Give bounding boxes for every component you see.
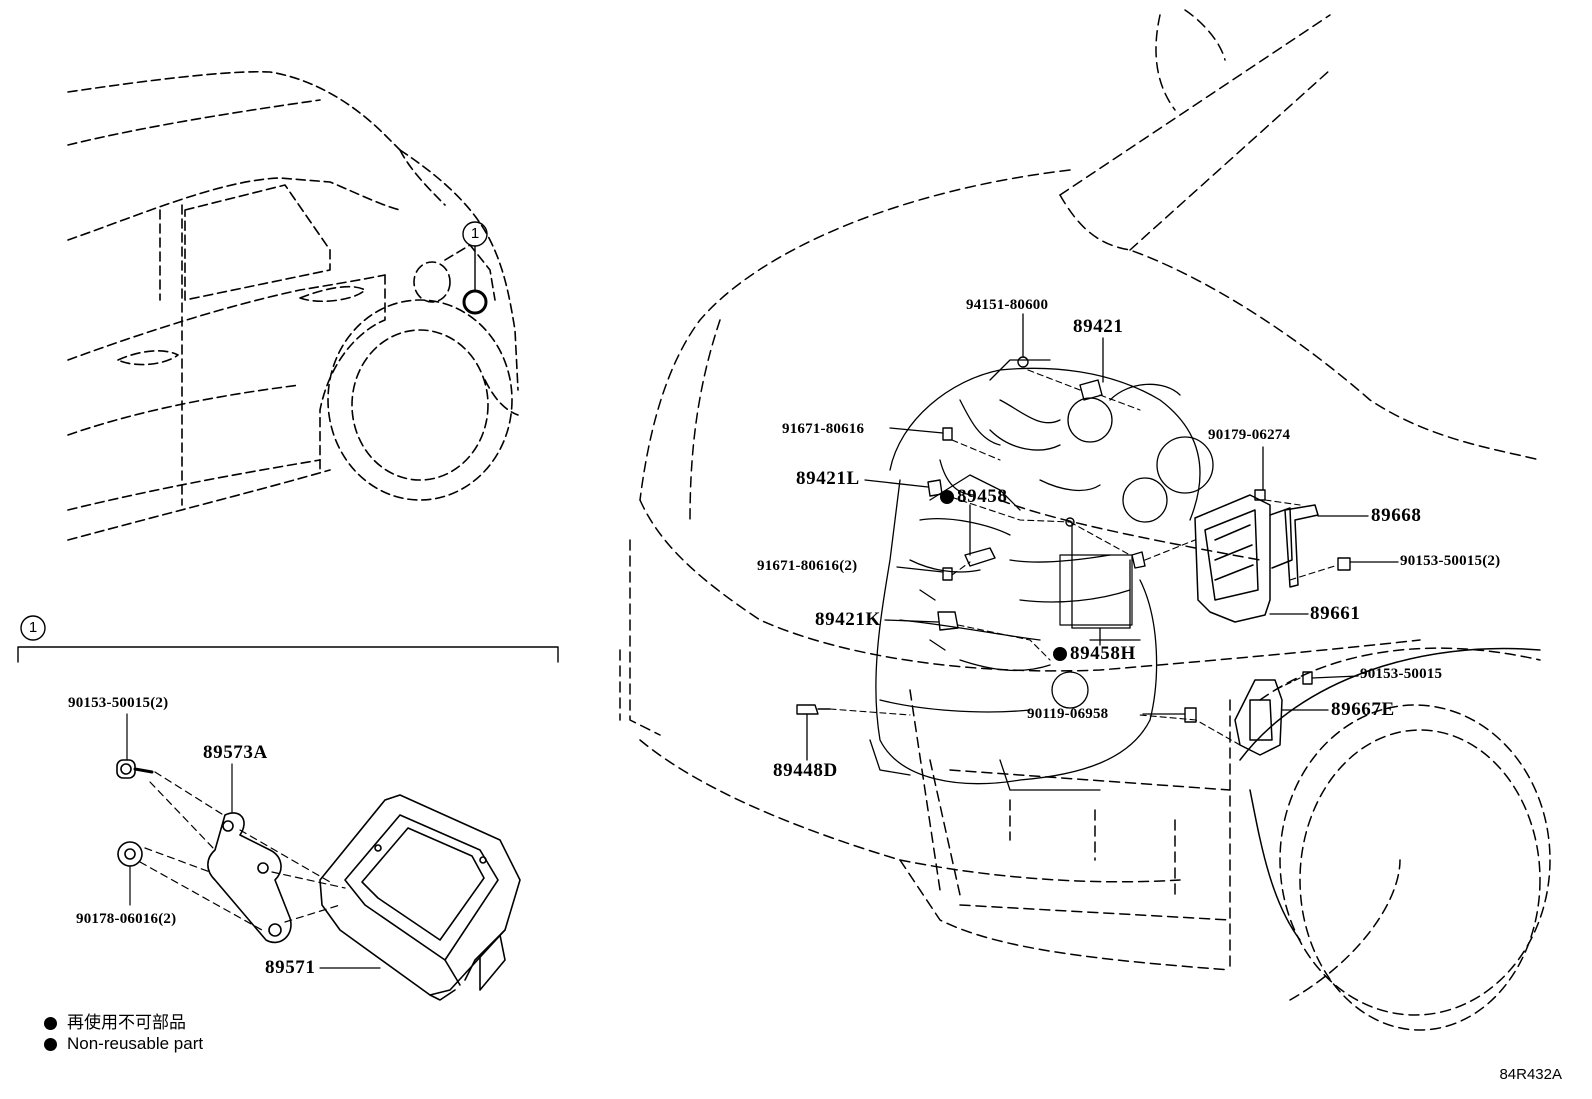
legend-dot-icon bbox=[44, 1038, 57, 1051]
label-89421L: 89421L bbox=[796, 468, 860, 489]
non-reusable-dot bbox=[1053, 647, 1067, 661]
legend-jp: 再使用不可部品 bbox=[44, 1008, 186, 1033]
callout-number: 1 bbox=[470, 225, 480, 242]
label-89571: 89571 bbox=[265, 957, 316, 978]
section-number: 1 bbox=[28, 619, 38, 636]
label-94151-80600: 94151-80600 bbox=[966, 297, 1049, 313]
label-89573A: 89573A bbox=[203, 742, 268, 763]
label-90153-50015: 90153-50015 bbox=[1360, 666, 1443, 682]
label-90153-50015-2-right: 90153-50015(2) bbox=[1400, 553, 1501, 569]
label-89421K: 89421K bbox=[815, 609, 881, 630]
section1-leaders bbox=[126, 713, 381, 969]
front-vehicle-sketch bbox=[619, 9, 1551, 1031]
label-91671-80616-2: 91671-80616(2) bbox=[757, 558, 858, 574]
rear-vehicle-sketch bbox=[67, 70, 519, 541]
label-89421: 89421 bbox=[1073, 316, 1124, 337]
label-89458: 89458 bbox=[940, 486, 1008, 508]
label-89661: 89661 bbox=[1310, 603, 1361, 624]
label-89448D: 89448D bbox=[773, 760, 838, 781]
legend-en: Non-reusable part bbox=[44, 1034, 203, 1054]
engine-sketch bbox=[869, 359, 1214, 791]
label-90179-06274: 90179-06274 bbox=[1208, 427, 1291, 443]
fasteners bbox=[796, 356, 1351, 723]
label-89668: 89668 bbox=[1371, 505, 1422, 526]
label-89458H: 89458H bbox=[1053, 643, 1136, 665]
legend-dot-icon bbox=[44, 1017, 57, 1030]
label-90153-50015-2-left: 90153-50015(2) bbox=[68, 695, 169, 711]
section1-parts bbox=[116, 759, 521, 1001]
section-bracket bbox=[17, 615, 559, 663]
label-90119-06958: 90119-06958 bbox=[1027, 706, 1109, 722]
non-reusable-dot bbox=[940, 490, 954, 504]
callout-marker bbox=[462, 221, 488, 315]
label-91671-80616: 91671-80616 bbox=[782, 421, 865, 437]
label-89667E: 89667E bbox=[1331, 699, 1395, 720]
assembly-lines bbox=[829, 369, 1339, 746]
ecu-group bbox=[1194, 494, 1319, 756]
leader-lines bbox=[806, 313, 1399, 761]
drawing-code: 84R432A bbox=[1499, 1066, 1562, 1083]
label-90178-06016-2: 90178-06016(2) bbox=[76, 911, 177, 927]
